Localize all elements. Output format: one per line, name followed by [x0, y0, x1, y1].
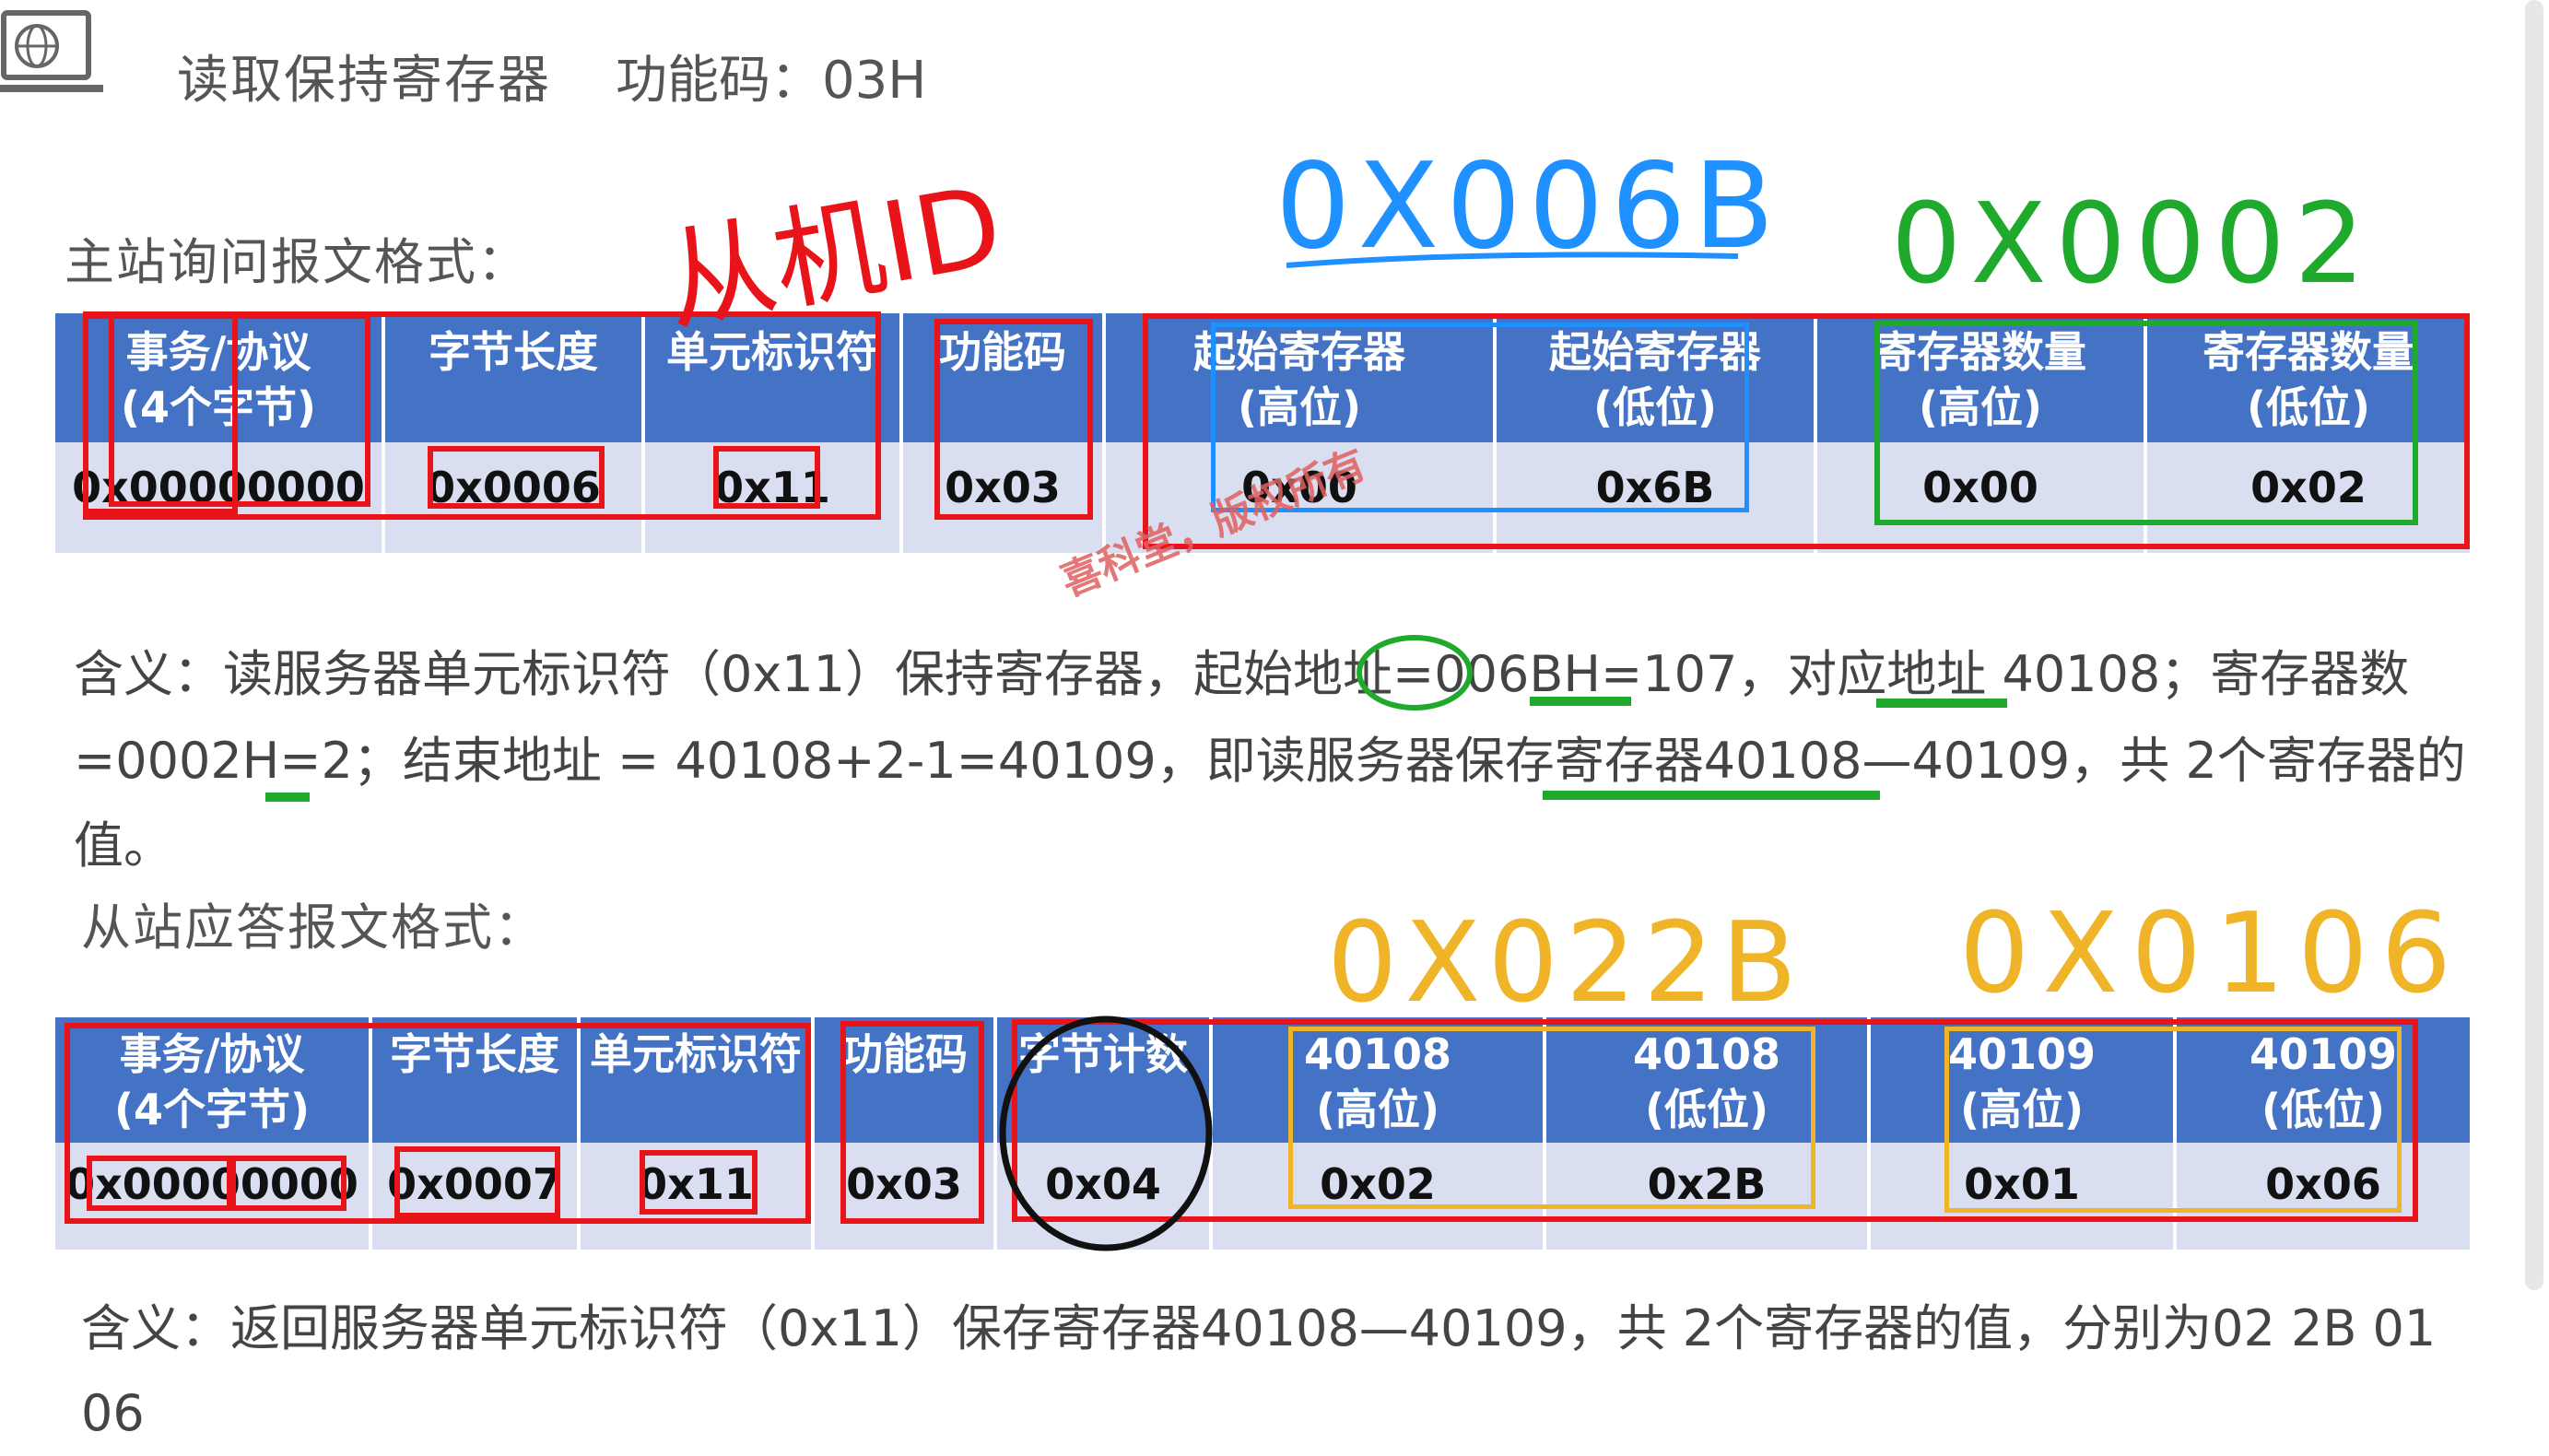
req-value-count-low: 0x02 [2250, 463, 2367, 512]
annot-box-register-count [1874, 321, 2418, 525]
response-meaning: 含义：返回服务器单元标识符（0x11）保存寄存器40108—40109，共 2个… [81, 1299, 2437, 1442]
resp-header-unit-id: 单元标识符 [590, 1029, 802, 1079]
request-section-title: 主站询问报文格式： [65, 233, 529, 291]
annot-underline-107 [1530, 697, 1631, 706]
req-value-function-code: 0x03 [945, 463, 1061, 512]
page-title: 读取保持寄存器 [177, 51, 551, 111]
annot-circle-006b [1355, 634, 1474, 711]
req-header-count-high: 寄存器数量 (高位) [1874, 327, 2086, 432]
annot-underline-range [1543, 791, 1880, 800]
annot-underline-2 [265, 793, 310, 802]
resp-header-length: 字节长度 [390, 1029, 559, 1079]
request-meaning-line2: =0002H=2；结束地址 = 40108+2-1=40109，即读服务器保存寄… [74, 732, 2466, 875]
annot-box-data [1143, 313, 2470, 549]
hand-reg-count: 0X0002 [1891, 181, 2374, 309]
annot-box-resp-40108 [1288, 1027, 1815, 1209]
resp-header-40109-low: 40109 (低位) [2249, 1029, 2398, 1134]
hand-blue-underline [1286, 251, 1739, 269]
annot-underline-40108 [1876, 699, 2007, 708]
req-header-length: 字节长度 [429, 327, 598, 377]
req-value-count-high: 0x00 [1922, 463, 2038, 512]
hand-resp-value2: 0X0106 [1959, 890, 2464, 1018]
annot-box-resp-unit-id [640, 1150, 758, 1215]
annot-box-mbap [83, 311, 881, 520]
resp-header-transaction: 事务/协议 (4个字节) [113, 1029, 311, 1134]
req-value-start-high: 0x00 [1241, 463, 1357, 512]
resp-value-byte-count: 0x04 [1045, 1159, 1161, 1209]
annot-box-function-code [934, 319, 1093, 520]
annot-circle-byte-count [995, 1014, 1216, 1253]
resp-header-40109-high: 40109 (高位) [1947, 1029, 2097, 1134]
annot-box-resp-data [1012, 1019, 2418, 1222]
request-meaning-line1: 含义：读服务器单元标识符（0x11）保持寄存器，起始地址=006BH=107，对… [74, 645, 2410, 703]
annot-box-resp-40109 [1944, 1027, 2402, 1213]
req-header-function-code: 功能码 [939, 327, 1066, 377]
hand-resp-value1: 0X022B [1327, 899, 1804, 1027]
resp-value-40108-low: 0x2B [1647, 1159, 1767, 1209]
function-code-label: 功能码：03H [616, 51, 927, 111]
annot-box-resp-transaction-a [87, 1156, 236, 1211]
annot-box-length [428, 446, 605, 509]
resp-header-40108-low: 40108 (低位) [1632, 1029, 1781, 1134]
resp-header-40108-high: 40108 (高位) [1303, 1029, 1452, 1134]
resp-value-40109-high: 0x01 [1964, 1159, 2080, 1209]
resp-value-40108-high: 0x02 [1320, 1159, 1436, 1209]
annot-box-start-address [1211, 323, 1749, 512]
req-header-count-low: 寄存器数量 (低位) [2202, 327, 2414, 432]
req-value-start-low: 0x6B [1595, 463, 1715, 512]
resp-value-unit-id: 0x11 [638, 1159, 754, 1209]
req-header-unit-id: 单元标识符 [666, 327, 878, 377]
response-table: 事务/协议 (4个字节) 字节长度 单元标识符 功能码 字节计数 40108 (… [55, 1017, 2470, 1250]
annot-box-resp-mbap [65, 1023, 811, 1224]
annot-box-resp-length [394, 1146, 560, 1218]
annot-box-unit-id [713, 446, 820, 509]
req-header-start-low: 起始寄存器 (低位) [1549, 327, 1761, 432]
resp-value-transaction: 0x00000000 [65, 1159, 358, 1209]
req-header-transaction: 事务/协议 (4个字节) [120, 327, 317, 432]
resp-value-length: 0x0007 [387, 1159, 562, 1209]
resp-value-40109-low: 0x06 [2265, 1159, 2381, 1209]
scrollbar[interactable] [2525, 0, 2543, 1290]
annot-box-resp-transaction-b [227, 1156, 347, 1211]
req-header-start-high: 起始寄存器 (高位) [1193, 327, 1405, 432]
request-table: 事务/协议 (4个字节) 字节长度 单元标识符 功能码 起始寄存器 (高位) 起… [55, 313, 2470, 553]
resp-header-function-code: 功能码 [840, 1029, 968, 1079]
monitor-globe-icon [0, 9, 103, 98]
response-section-title: 从站应答报文格式： [81, 898, 546, 957]
annot-box-resp-function-code [840, 1021, 984, 1224]
resp-value-function-code: 0x03 [846, 1159, 962, 1209]
